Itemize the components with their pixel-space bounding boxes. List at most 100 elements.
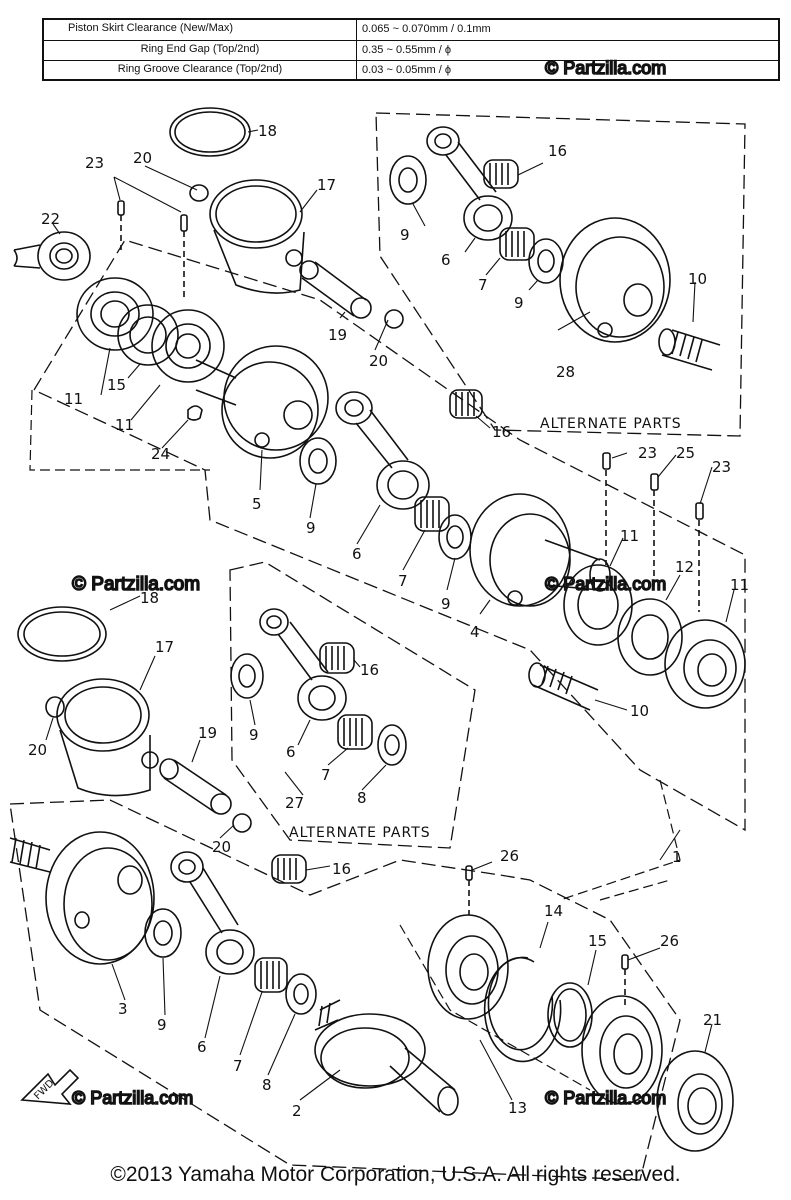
label-23: 23: [85, 154, 104, 172]
label-28: 28: [556, 363, 575, 381]
label-20: 20: [133, 149, 152, 167]
connecting-rod-6-lower: [170, 851, 255, 975]
label-11: 11: [730, 576, 749, 594]
connecting-rod-6-alt-lower: [259, 608, 347, 721]
seal-22: [13, 231, 91, 281]
crank-half-2: [314, 999, 459, 1116]
copyright-footer: ©2013 Yamaha Motor Corporation, U.S.A. A…: [110, 1163, 681, 1186]
label-4: 4: [470, 623, 480, 641]
label-9: 9: [157, 1016, 167, 1034]
assembly-outline-alternate-lower: [229, 561, 476, 849]
needle-bearing-7-center: [414, 496, 450, 532]
circlip-20-lower: [45, 696, 252, 833]
pin-23-upper: [117, 200, 188, 300]
drive-shaft-lower-left: [9, 837, 51, 873]
label-2: 2: [292, 1102, 302, 1120]
spec-row: Ring Groove Clearance (Top/2nd) 0.03 ~ 0…: [44, 60, 778, 81]
pins-23-25-right: [602, 452, 704, 612]
label-21: 21: [703, 1011, 722, 1029]
label-16: 16: [548, 142, 567, 160]
label-16: 16: [360, 661, 379, 679]
bearing-13: [427, 914, 509, 1020]
label-17: 17: [155, 638, 174, 656]
seal-15-left: [117, 304, 179, 366]
label-20: 20: [369, 352, 388, 370]
label-7: 7: [398, 572, 408, 590]
part-number-labels: 18 20 23 17 22 19 20 11 15 11 24 5 9 6 1…: [28, 122, 749, 1120]
drive-shaft-10-upper: [658, 328, 721, 371]
thrust-washer-9-alt-upper-b: [528, 238, 564, 284]
label-11: 11: [64, 390, 83, 408]
alternate-parts-label-upper: ALTERNATE PARTS: [540, 416, 682, 432]
label-11: 11: [115, 416, 134, 434]
label-8: 8: [357, 789, 367, 807]
bearing-11-right-b: [664, 619, 746, 709]
label-12: 12: [675, 558, 694, 576]
label-18: 18: [140, 589, 159, 607]
bearing-11-inner: [151, 309, 225, 383]
label-23: 23: [712, 458, 731, 476]
label-13: 13: [508, 1099, 527, 1117]
piston-17-upper: [209, 179, 305, 294]
needle-bearing-7-alt-lower: [337, 714, 373, 750]
label-15: 15: [107, 376, 126, 394]
spec-row: Piston Skirt Clearance (New/Max) 0.065 ~…: [44, 20, 778, 40]
label-18: 18: [258, 122, 277, 140]
watermark: © Partzilla.com: [545, 574, 666, 594]
label-26: 26: [660, 932, 679, 950]
piston-17-lower: [56, 678, 159, 797]
bearing-lower-right: [581, 995, 663, 1105]
label-16: 16: [332, 860, 351, 878]
label-6: 6: [352, 545, 362, 563]
circlip-20-upper: [189, 184, 404, 329]
thrust-washer-9-right: [438, 514, 472, 560]
needle-bearing-16-lower: [271, 854, 307, 884]
needle-bearing-7-alt-upper: [499, 227, 535, 261]
crank-half-28: [559, 217, 671, 343]
thrust-washer-9-alt-upper: [389, 155, 427, 205]
seal-15-lower: [547, 982, 593, 1048]
needle-bearing-16-center: [449, 389, 483, 419]
drive-shaft-10-right: [528, 662, 599, 711]
label-14: 14: [544, 902, 563, 920]
piston-pin-19-lower: [159, 758, 232, 815]
spec-divider: [356, 41, 357, 61]
label-19: 19: [198, 724, 217, 742]
label-24: 24: [151, 445, 170, 463]
label-17: 17: [317, 176, 336, 194]
label-9: 9: [249, 726, 259, 744]
thrust-washer-8-alt-lower: [377, 724, 407, 766]
label-11: 11: [620, 527, 639, 545]
label-15: 15: [588, 932, 607, 950]
key-24: [187, 405, 203, 421]
spec-name: Ring Groove Clearance (Top/2nd): [117, 63, 283, 75]
connecting-rod-6-alt-upper: [426, 126, 513, 241]
piston-pin-19-upper: [299, 260, 372, 319]
snap-ring-14: [483, 956, 562, 1063]
needle-bearing-16-alt-upper: [483, 159, 519, 189]
spec-value: 0.065 ~ 0.070mm / 0.1mm: [362, 23, 491, 35]
label-1: 1: [672, 848, 682, 866]
label-26: 26: [500, 847, 519, 865]
watermark: © Partzilla.com: [72, 1088, 193, 1108]
assembly-outline-crank: [33, 239, 746, 832]
label-9: 9: [400, 226, 410, 244]
label-8: 8: [262, 1076, 272, 1094]
label-23: 23: [638, 444, 657, 462]
spec-table: Piston Skirt Clearance (New/Max) 0.065 ~…: [42, 18, 780, 81]
thrust-washer-9-alt-lower: [230, 653, 264, 699]
crank-half-4: [469, 493, 611, 607]
spec-name: Ring End Gap (Top/2nd): [140, 43, 260, 55]
label-7: 7: [478, 276, 488, 294]
needle-bearing-16-alt-lower: [319, 642, 355, 674]
callout-leaders: [45, 129, 735, 1101]
label-5: 5: [252, 495, 262, 513]
spec-divider: [356, 61, 357, 81]
label-7: 7: [233, 1057, 243, 1075]
label-16: 16: [492, 423, 511, 441]
bearing-11-left: [76, 277, 154, 351]
needle-bearing-7-lower: [254, 957, 288, 993]
assembly-outline-upper: [375, 112, 746, 437]
label-6: 6: [197, 1038, 207, 1056]
